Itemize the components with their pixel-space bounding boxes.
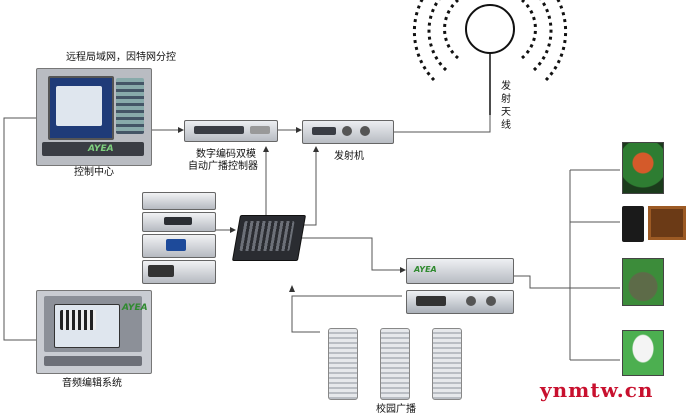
column-speaker: [380, 328, 410, 400]
transmitter-label: 发射机: [334, 151, 364, 162]
power-amplifier-bottom: [406, 290, 514, 314]
audio-edit-logo: AYEA: [122, 303, 148, 313]
framed-speaker: [648, 206, 686, 240]
rock-speaker: [622, 258, 664, 306]
broadcast-controller: [184, 120, 278, 142]
column-speaker: [432, 328, 462, 400]
column-speaker: [328, 328, 358, 400]
audio-edit-computer: AYEA: [36, 290, 152, 374]
controller-label-line2: 自动广播控制器: [188, 161, 258, 172]
control-center-label: 控制中心: [74, 167, 114, 178]
audio-source-stack: [142, 192, 216, 284]
wall-speaker: [622, 206, 644, 242]
control-center-logo: AYEA: [88, 144, 114, 154]
campus-broadcast-label: 校园广播: [376, 404, 416, 415]
amplifier-logo: AYEA: [414, 265, 437, 274]
mixer-console: [231, 215, 307, 261]
mushroom-speaker: [622, 330, 664, 376]
control-center-computer: AYEA: [36, 68, 152, 166]
antenna-label: 发射天线: [501, 81, 511, 131]
audio-edit-label: 音频编辑系统: [62, 378, 122, 389]
power-amplifier-top: AYEA: [406, 258, 514, 284]
cd-player: [142, 192, 216, 210]
garden-speaker-flower: [622, 142, 664, 194]
watermark: ynmtw.cn: [540, 378, 654, 402]
controller-label-line1: 数字编码双模: [196, 149, 256, 160]
remote-control-label: 远程局域网，因特网分控: [66, 52, 176, 63]
transmitter-unit: [302, 120, 394, 144]
